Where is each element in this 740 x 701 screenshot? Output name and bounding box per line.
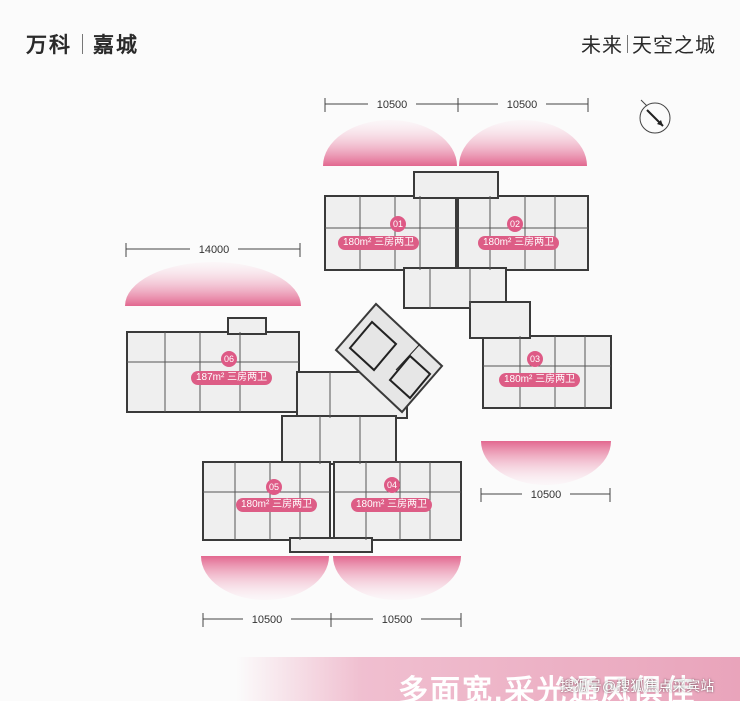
brand-project: 嘉城 [93, 34, 139, 57]
dim-left-upper: 14000 [199, 244, 230, 256]
slogan-divider [627, 34, 628, 53]
view-fan-unit-06 [125, 262, 301, 306]
dim-bottom-right: 10500 [382, 614, 413, 626]
unit-label-05: 180m² 三房两卫 [236, 498, 318, 512]
unit-number-02: 02 [507, 216, 523, 232]
feature-banner-text: 多面宽,采光通风俱佳 [398, 675, 697, 701]
elevator-core [348, 320, 432, 400]
view-fan-unit-05 [201, 556, 329, 600]
view-fan-unit-03 [481, 441, 611, 485]
source-watermark: 搜狐号@搜狐焦点采宾站 [560, 678, 715, 694]
view-fan-unit-01 [323, 120, 457, 166]
dim-top-right: 10500 [507, 99, 538, 111]
unit-number-06: 06 [221, 351, 237, 367]
north-arrow-icon [639, 99, 671, 134]
unit-number-05: 05 [266, 479, 282, 495]
brand-divider [82, 34, 83, 54]
unit-number-01: 01 [390, 216, 406, 232]
unit-label-01: 180m² 三房两卫 [338, 236, 420, 250]
dim-right-middle: 10500 [531, 489, 562, 501]
dim-bottom-left: 10500 [252, 614, 283, 626]
brand-logo: 万科 嘉城 [26, 29, 139, 59]
unit-number-04: 04 [384, 477, 400, 493]
unit-label-02: 180m² 三房两卫 [478, 236, 560, 250]
slogan-right: 天空之城 [632, 35, 716, 57]
view-fan-unit-04 [333, 556, 461, 600]
unit-number-03: 03 [527, 351, 543, 367]
unit-label-06: 187m² 三房两卫 [191, 371, 273, 385]
view-fan-unit-02 [459, 120, 587, 166]
interior-walls [127, 196, 611, 540]
unit-label-03: 180m² 三房两卫 [499, 373, 581, 387]
project-slogan: 未来 天空之城 [581, 29, 716, 58]
brand-primary: 万科 [26, 34, 72, 57]
feature-banner [236, 657, 740, 701]
unit-label-04: 180m² 三房两卫 [351, 498, 433, 512]
slogan-left: 未来 [581, 35, 623, 57]
dim-top-left: 10500 [377, 99, 408, 111]
